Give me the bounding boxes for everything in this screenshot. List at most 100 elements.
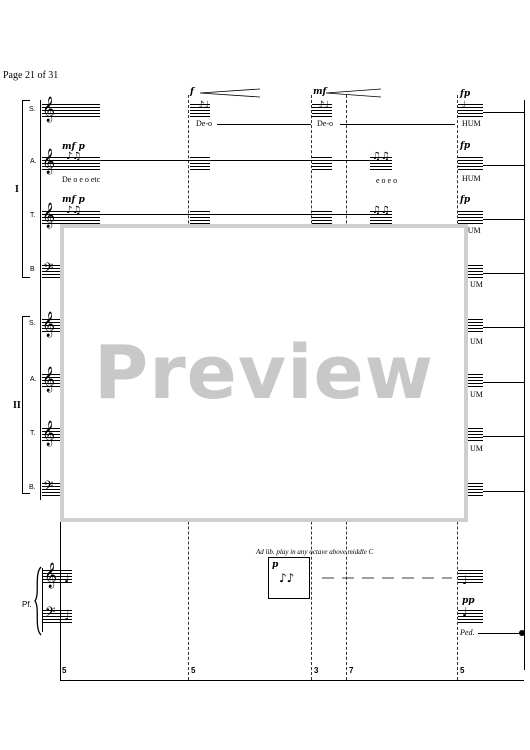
staff-line (458, 613, 483, 614)
hold-line (483, 436, 524, 437)
dynamic-mark: p (272, 560, 279, 570)
voice-label-b1: B (30, 266, 35, 273)
staff-line (42, 573, 72, 574)
pedal-mark: Ped. (460, 628, 475, 637)
staff-line (458, 619, 483, 620)
note-cluster: ♪♩ (198, 100, 210, 111)
note-cluster: ♪♫ (66, 151, 82, 162)
lyric: De-o (196, 119, 212, 128)
piano-instruction: Ad lib. play in any octave above middle … (256, 548, 374, 556)
treble-clef-icon: 𝄞 (42, 203, 56, 228)
treble-clef-icon: 𝄞 (42, 367, 56, 392)
treble-clef-icon: 𝄞 (42, 421, 56, 446)
staff-line (42, 223, 100, 224)
page-label: Page 21 of 31 (3, 70, 59, 81)
measure-number: 5 (62, 666, 67, 675)
staff-line (370, 157, 392, 158)
staff-line (370, 163, 392, 164)
staff-line (458, 622, 483, 623)
staff-line (190, 169, 210, 170)
measure-number: 5 (460, 666, 465, 675)
note-cluster: ♪♩ (318, 100, 330, 111)
staff-line (458, 319, 483, 320)
staff-line (458, 217, 483, 218)
voice-label-t2: T. (30, 430, 36, 437)
measure-number: 7 (349, 666, 354, 675)
staff-line (312, 211, 332, 212)
lyric: UM (470, 390, 483, 399)
lyric: UM (470, 280, 483, 289)
staff-line (458, 220, 483, 221)
piano-brace-icon (34, 566, 42, 636)
staff-line (312, 104, 332, 105)
staff-line (190, 166, 210, 167)
dynamic-mark: mf p (62, 142, 85, 152)
staff-line (42, 113, 100, 114)
ad-lib-box: p ♪♪ (268, 557, 310, 599)
staff-line (458, 616, 483, 617)
dynamic-mark: fp (460, 141, 471, 151)
voice-label-t1: T. (30, 212, 36, 219)
hairpin-icon (200, 88, 260, 98)
staff-line (458, 383, 483, 384)
staff-line (370, 223, 392, 224)
staff-line (42, 579, 72, 580)
hold-line (483, 327, 524, 328)
treble-clef-icon: 𝄞 (44, 563, 58, 588)
note-cluster: ♩ (461, 100, 466, 111)
chord-icon: ♩ (462, 605, 468, 619)
preview-watermark: Preview (93, 330, 435, 416)
staff-line (42, 157, 100, 158)
staff-line (458, 223, 483, 224)
staff-line (458, 277, 483, 278)
staff-line (458, 570, 483, 571)
chord-icon: ♩ (64, 571, 70, 585)
note-cluster: ♫♫ (372, 151, 390, 162)
group-ii-label: II (13, 400, 21, 411)
staff-line (312, 163, 332, 164)
staff-line (458, 579, 483, 580)
group-i-label: I (15, 184, 19, 195)
dynamic-mark: mf p (62, 195, 85, 205)
lyric: De o e o etc (62, 175, 101, 184)
staff-line (312, 223, 332, 224)
note-cluster: ♪♪ (279, 571, 295, 585)
dynamic-mark: pp (462, 596, 475, 606)
note-cluster: ♪♫ (66, 205, 82, 216)
staff-line (370, 169, 392, 170)
dynamic-mark: mf (313, 87, 327, 97)
measure-number: 5 (191, 666, 196, 675)
lyric: HUM (462, 226, 481, 235)
staff-line (370, 160, 392, 161)
final-barline (524, 100, 525, 670)
staff-line (190, 217, 210, 218)
staff-line (42, 166, 100, 167)
staff-line (312, 116, 332, 117)
lyric: UM (470, 337, 483, 346)
hold-line (483, 112, 524, 113)
staff-line (458, 437, 483, 438)
staff-line (458, 573, 483, 574)
piano-label: Pf. (22, 600, 32, 609)
staff-line (458, 434, 483, 435)
chord-icon: ♩ (462, 573, 468, 587)
system-barline (40, 100, 41, 500)
staff-line (458, 380, 483, 381)
lyric: e o e o (376, 176, 398, 185)
staff-line (42, 622, 72, 623)
staff-line (458, 576, 483, 577)
staff-line (458, 166, 483, 167)
hairpin-icon (326, 88, 381, 98)
staff-line (42, 217, 100, 218)
hold-line (483, 491, 524, 492)
staff-line (312, 110, 332, 111)
staff-line (312, 107, 332, 108)
staff-line (42, 104, 100, 105)
staff-line (42, 116, 100, 117)
staff-line (42, 169, 100, 170)
staff-line (458, 386, 483, 387)
staff-line (190, 104, 210, 105)
staff-line (458, 483, 483, 484)
staff-line (312, 220, 332, 221)
group-i-bracket (22, 100, 23, 278)
